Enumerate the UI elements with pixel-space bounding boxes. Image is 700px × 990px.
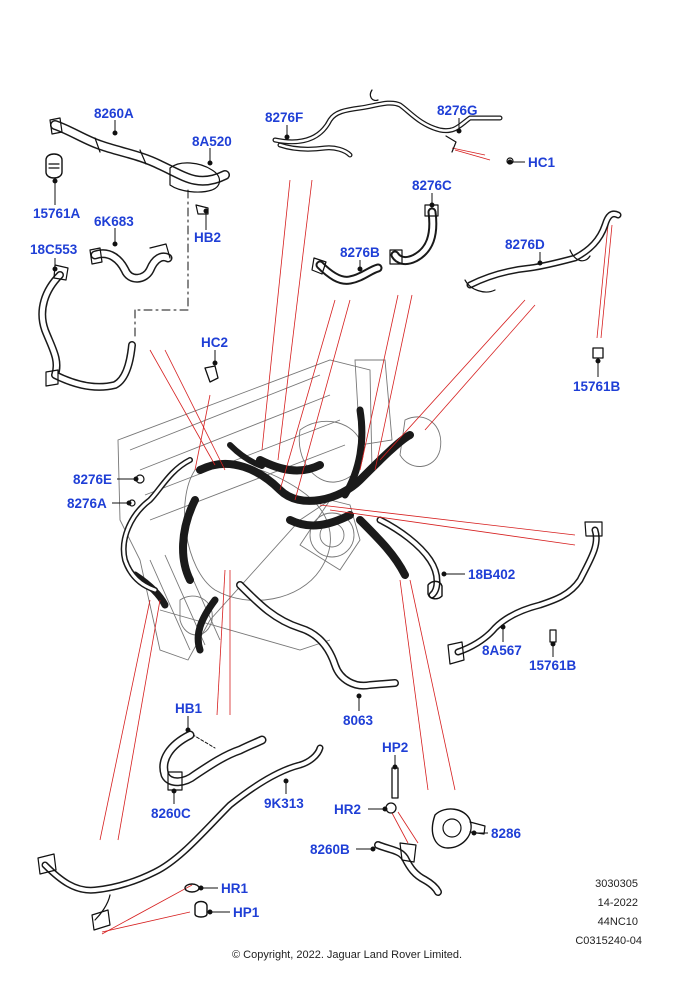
hose-8260A (49, 117, 230, 193)
callout-8276A: 8276A (67, 496, 107, 511)
clamp-15761A (45, 153, 63, 179)
callout-8286: 8286 (491, 826, 522, 841)
callout-8276F: 8276F (265, 110, 303, 125)
hose-8260C (159, 730, 267, 791)
callout-8063: 8063 (343, 713, 374, 728)
hose-8276B (311, 257, 383, 285)
callout-8A520: 8A520 (192, 134, 232, 149)
clamp-15761B-top (592, 347, 604, 359)
callout-8276B: 8276B (340, 245, 380, 260)
callout-labels: 8260A 8A520 15761A 6K683 HB2 18C553 8276… (30, 103, 621, 920)
hose-8260B (374, 841, 442, 896)
thermostat-8286 (431, 808, 486, 849)
copyright-notice: © Copyright, 2022. Jaguar Land Rover Lim… (232, 949, 463, 961)
callout-HP1: HP1 (233, 905, 260, 920)
diagram-code-3: 44NC10 (597, 916, 638, 928)
callout-6K683: 6K683 (94, 214, 134, 229)
callout-8276E: 8276E (73, 472, 112, 487)
callout-9K313: 9K313 (264, 796, 304, 811)
hose-18B402 (427, 580, 443, 600)
reference-leaders (99, 147, 613, 935)
callout-8276G: 8276G (437, 103, 478, 118)
callout-8260C: 8260C (151, 806, 191, 821)
callout-18C553: 18C553 (30, 242, 78, 257)
pipe-8276F-8276G (272, 89, 514, 165)
diagram-code-4: C0315240-04 (575, 935, 642, 947)
callout-8A567: 8A567 (482, 643, 522, 658)
pipe-9K313 (37, 744, 324, 931)
callout-8260B: 8260B (310, 842, 350, 857)
callout-HR1: HR1 (221, 881, 248, 896)
fitting-8A520 (134, 189, 209, 341)
callout-HC2: HC2 (201, 335, 228, 350)
callout-8276D: 8276D (505, 237, 545, 252)
callout-8276C: 8276C (412, 178, 452, 193)
callout-leaders (52, 118, 601, 915)
callout-HC1: HC1 (528, 155, 555, 170)
callout-18B402: 18B402 (468, 567, 515, 582)
diagram-code-2: 14-2022 (597, 897, 638, 909)
hose-18C553 (38, 264, 136, 391)
hose-8276D (464, 210, 622, 293)
diagram-code-1: 3030305 (595, 878, 638, 890)
callout-15761A: 15761A (33, 206, 81, 221)
callout-8260A: 8260A (94, 106, 134, 121)
callout-15761B-top: 15761B (573, 379, 621, 394)
engine-assembly (117, 359, 442, 690)
pipe-8A567 (447, 521, 603, 665)
hose-6K683 (89, 243, 173, 283)
callout-HB2: HB2 (194, 230, 221, 245)
callout-15761B-bottom: 15761B (529, 658, 577, 673)
callout-HP2: HP2 (382, 740, 408, 755)
clip-HC2 (204, 365, 219, 383)
probe-HP2-HR2 (385, 767, 399, 814)
callout-HR2: HR2 (334, 802, 361, 817)
hose-8276C (389, 204, 439, 266)
callout-HB1: HB1 (175, 701, 202, 716)
